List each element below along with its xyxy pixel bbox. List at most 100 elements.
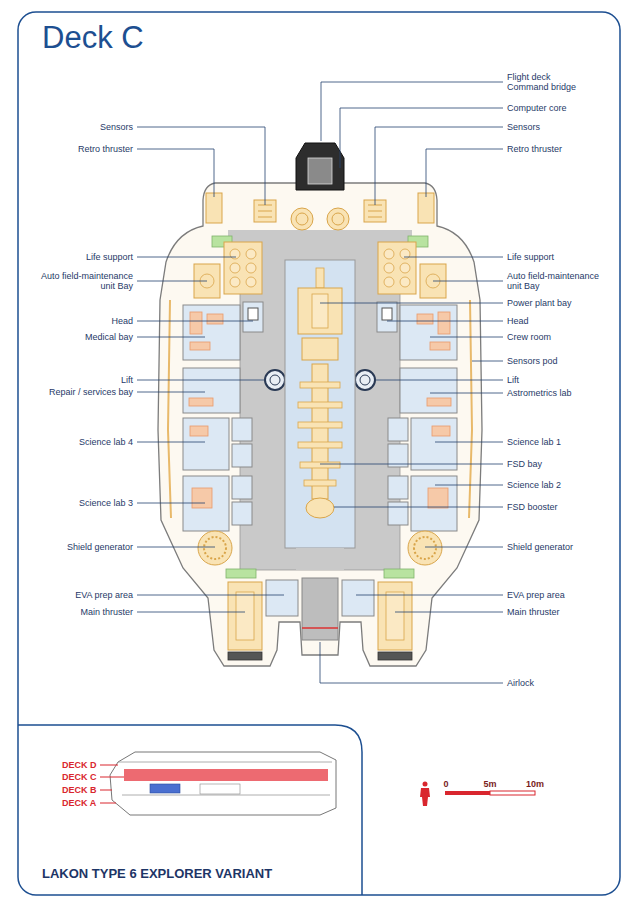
side-view-vehicle — [150, 784, 180, 793]
leader-line — [137, 612, 245, 613]
leader-line — [137, 392, 205, 393]
callout-label: Sensors — [507, 122, 540, 132]
scale-bar — [445, 791, 490, 795]
callout-label: FSD booster — [507, 502, 558, 512]
leader-line — [426, 149, 503, 197]
leader-line — [137, 595, 284, 596]
page-frame — [18, 12, 620, 895]
callout-label: Life support — [507, 252, 554, 262]
deck-leader — [100, 777, 124, 778]
power-plant — [316, 268, 324, 288]
callout-label: Airlock — [507, 678, 534, 688]
callout-label: EVA prep area — [75, 590, 133, 600]
leader-line — [137, 281, 207, 282]
leader-line — [137, 503, 205, 504]
deck-leader — [100, 765, 118, 766]
deck-label: DECK B — [62, 785, 97, 795]
leader-line — [395, 612, 503, 613]
fsd-rib — [304, 480, 336, 486]
hull-outline — [158, 183, 482, 666]
leader-line — [340, 108, 503, 168]
leader-line — [375, 127, 503, 205]
fsd-rib — [298, 442, 342, 448]
callout-label: Sensors — [100, 122, 133, 132]
leader-line — [435, 485, 503, 486]
callout-label: FSD bay — [507, 459, 542, 469]
callout-label: Head — [111, 316, 133, 326]
callout-label: Lift — [121, 375, 133, 385]
callout-label: Science lab 4 — [79, 437, 133, 447]
leader-line — [433, 281, 503, 282]
callout-label: Sensors pod — [507, 356, 558, 366]
leader-line — [472, 361, 503, 362]
callout-label: Auto field-maintenance unit Bay — [35, 271, 133, 291]
callout-label: Shield generator — [507, 542, 573, 552]
fsd-booster — [306, 498, 334, 518]
deck-leader — [100, 803, 116, 804]
leader-line — [137, 547, 215, 548]
scale-bar — [490, 791, 535, 795]
deck-leaders — [100, 765, 124, 803]
fsd-rib — [300, 382, 340, 388]
power-plant — [312, 294, 328, 328]
leader-line — [387, 321, 503, 322]
callout-label: Flight deck Command bridge — [507, 72, 583, 92]
scale-label: 10m — [526, 779, 544, 789]
leader-line — [137, 442, 205, 443]
callout-label: Life support — [86, 252, 133, 262]
leader-line — [137, 321, 253, 322]
deck-label: DECK D — [62, 760, 97, 770]
person-icon — [420, 782, 430, 807]
leader-line — [137, 149, 214, 197]
scale-label: 5m — [483, 779, 496, 789]
scale-label: 0 — [443, 779, 448, 789]
side-view-hull — [110, 752, 336, 815]
callout-label: Power plant bay — [507, 298, 572, 308]
airlock — [302, 578, 338, 640]
leader-line — [137, 380, 264, 381]
corridors — [228, 230, 412, 242]
callout-label: Shield generator — [67, 542, 133, 552]
callout-label: Main thruster — [507, 607, 560, 617]
callout-label: Retro thruster — [507, 144, 562, 154]
corridors — [296, 548, 344, 570]
leader-line — [430, 393, 503, 394]
leader-line — [430, 337, 503, 338]
leader-line — [404, 257, 503, 258]
callout-label: Crew room — [507, 332, 551, 342]
callout-label: Retro thruster — [78, 144, 133, 154]
corridors — [240, 232, 400, 570]
callout-label: Repair / services bay — [49, 387, 133, 397]
power-plant — [298, 288, 342, 334]
leader-line — [435, 442, 503, 443]
callout-label: Auto field-maintenance unit Bay — [507, 271, 605, 291]
callout-label: Science lab 2 — [507, 480, 561, 490]
callout-label: Astrometrics lab — [507, 388, 572, 398]
leader-line — [137, 257, 236, 258]
callout-label: Computer core — [507, 103, 567, 113]
ship-caption: LAKON TYPE 6 EXPLORER VARIANT — [42, 866, 272, 882]
deck-leader — [100, 790, 112, 791]
callout-label: Science lab 3 — [79, 498, 133, 508]
leader-line — [334, 507, 503, 508]
leader-line — [320, 464, 503, 465]
leader-line — [320, 303, 503, 304]
person-body — [420, 788, 430, 806]
leader-line — [321, 82, 503, 141]
fsd-rib — [298, 422, 342, 428]
cockpit — [296, 143, 344, 190]
callout-label: Head — [507, 316, 529, 326]
leader-line — [137, 127, 265, 205]
callout-label: Medical bay — [85, 332, 133, 342]
page-title: Deck C — [42, 20, 144, 56]
leader-lines — [137, 82, 503, 683]
callout-label: Main thruster — [80, 607, 133, 617]
leader-line — [425, 547, 503, 548]
person-head — [423, 782, 428, 787]
deck-highlight — [124, 769, 328, 781]
inset-frame — [18, 725, 362, 895]
deck-label: DECK A — [62, 798, 96, 808]
leader-line — [356, 595, 503, 596]
callout-label: Science lab 1 — [507, 437, 561, 447]
